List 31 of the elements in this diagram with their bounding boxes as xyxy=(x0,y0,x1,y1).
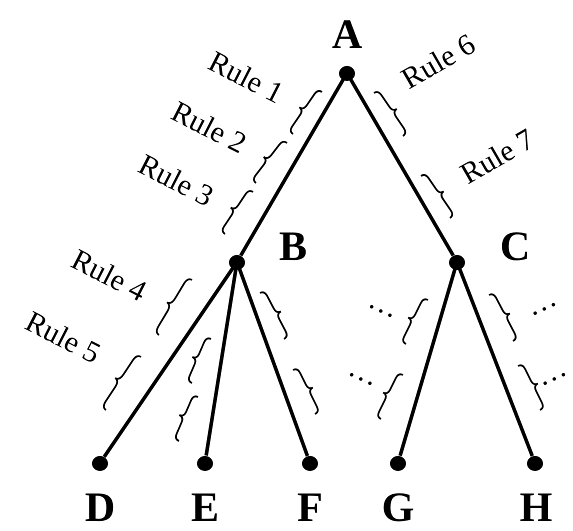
node-dot xyxy=(390,456,406,470)
node-dot xyxy=(527,456,543,470)
node-dot xyxy=(92,456,108,470)
node-label: E xyxy=(191,487,219,529)
rule-label: Rule 6 xyxy=(396,29,480,95)
tree-branch xyxy=(458,268,534,457)
rule-label: Rule 7 xyxy=(455,124,539,190)
rule-label: Rule 4 xyxy=(66,244,150,308)
node-dot xyxy=(197,456,213,470)
tree-branch xyxy=(349,78,455,256)
ellipsis-mark: … xyxy=(364,284,404,324)
ellipsis-mark: … xyxy=(521,282,561,322)
node-label: C xyxy=(500,226,530,268)
ellipsis-mark: … xyxy=(344,352,384,392)
node-label: D xyxy=(84,487,116,529)
node-label: G xyxy=(382,487,414,529)
tree-branch xyxy=(102,267,234,458)
node-label: B xyxy=(279,226,307,268)
node-dot xyxy=(229,254,245,270)
tree-branch xyxy=(398,268,457,456)
node-label: H xyxy=(520,487,552,529)
ellipsis-mark: … xyxy=(531,352,571,392)
node-dot xyxy=(339,66,355,80)
tree-branch xyxy=(239,78,345,256)
tree-branch xyxy=(238,268,310,457)
node-dot xyxy=(302,456,318,470)
node-dot xyxy=(449,254,465,270)
node-label: A xyxy=(332,14,362,56)
rule-label: Rule 5 xyxy=(20,306,104,370)
node-label: F xyxy=(297,487,323,529)
tree-branch xyxy=(204,269,238,456)
